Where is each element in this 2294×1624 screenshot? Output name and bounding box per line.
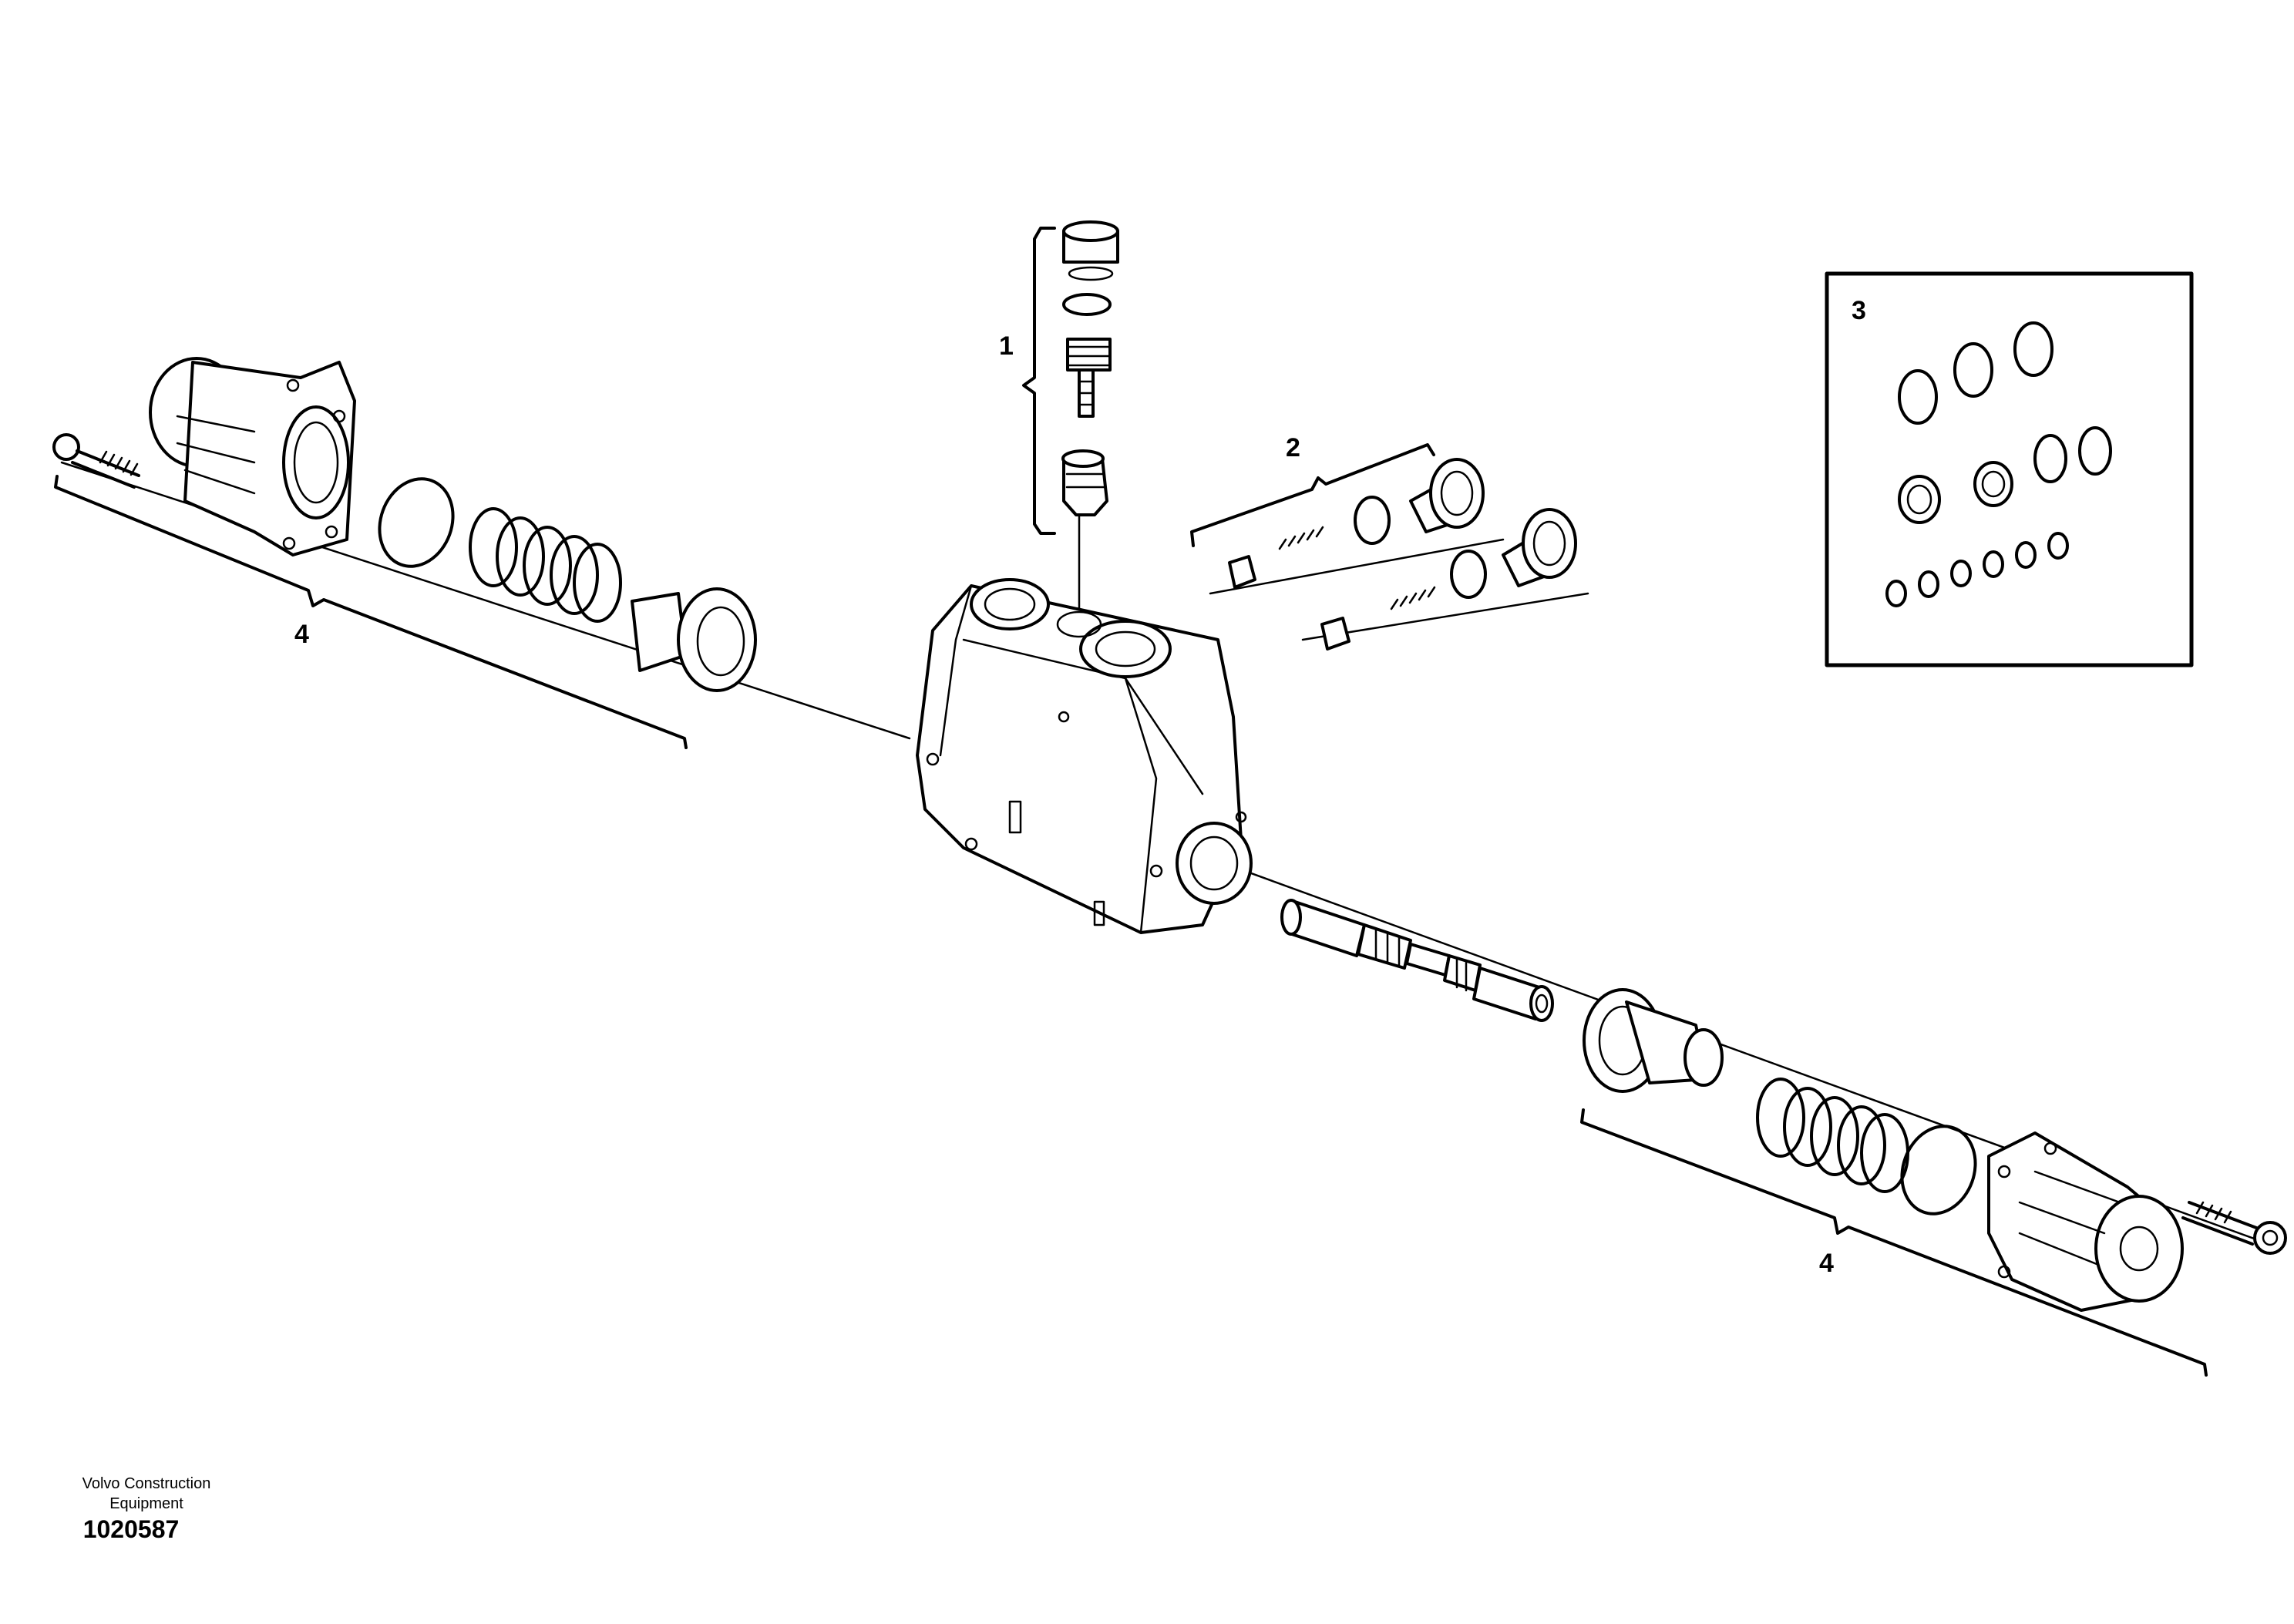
left-bolt xyxy=(52,433,140,489)
brand-line-2: Equipment xyxy=(109,1495,183,1512)
left-group-bracket xyxy=(54,475,688,749)
valve-body xyxy=(916,578,1253,934)
group-2-bracket xyxy=(1190,443,1435,547)
callout-4-left: 4 xyxy=(294,620,309,649)
group-2-parts xyxy=(1228,458,1577,651)
spool xyxy=(1280,899,1554,1022)
left-spring xyxy=(469,507,622,623)
footer-brand: Volvo Construction Equipment xyxy=(46,1474,247,1514)
right-bolt xyxy=(2181,1201,2287,1255)
callout-2: 2 xyxy=(1286,433,1300,462)
right-end-cap xyxy=(1987,1131,2184,1312)
right-o-ring xyxy=(1900,1125,1977,1215)
left-o-ring xyxy=(378,477,455,568)
callout-4-right: 4 xyxy=(1819,1249,1834,1278)
left-spring-seat xyxy=(631,587,757,692)
group-1-bracket xyxy=(1022,227,1056,535)
brand-line-1: Volvo Construction xyxy=(82,1475,211,1492)
right-group-bracket xyxy=(1580,1108,2208,1377)
drawing-number: 1020587 xyxy=(82,1515,180,1543)
right-spring-seat xyxy=(1583,988,1724,1093)
callout-3: 3 xyxy=(1852,296,1866,325)
group-1-parts xyxy=(1061,220,1119,516)
group-3-box xyxy=(1825,271,2194,667)
callout-1: 1 xyxy=(999,331,1014,361)
left-end-cap xyxy=(149,357,356,556)
right-spring xyxy=(1756,1078,1909,1193)
